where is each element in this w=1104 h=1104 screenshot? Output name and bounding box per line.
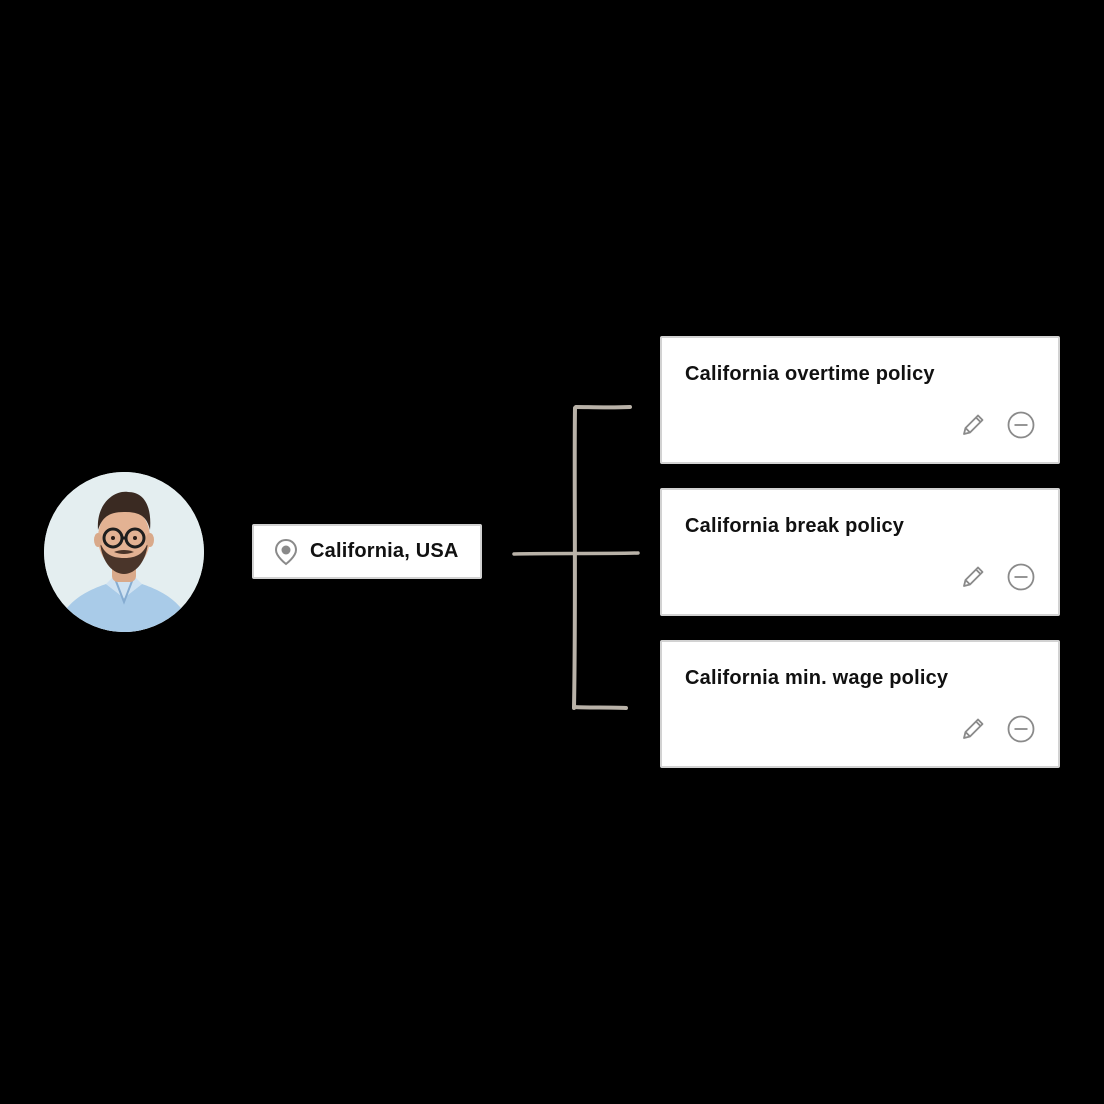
map-pin-icon <box>272 538 300 566</box>
employee-avatar <box>44 472 204 632</box>
policy-title: California overtime policy <box>685 363 935 385</box>
policy-title: California min. wage policy <box>685 667 949 689</box>
policy-card-break[interactable]: California break policy <box>660 488 1060 616</box>
policy-card-overtime[interactable]: California overtime policy <box>660 336 1060 464</box>
bracket-connector <box>512 405 640 710</box>
policy-card-min-wage[interactable]: California min. wage policy <box>660 640 1060 768</box>
pencil-icon[interactable] <box>958 410 988 440</box>
person-avatar-photo <box>44 472 204 632</box>
pencil-icon[interactable] <box>958 562 988 592</box>
location-chip[interactable]: California, USA <box>252 524 482 579</box>
minus-circle-icon[interactable] <box>1006 410 1036 440</box>
policy-title: California break policy <box>685 515 905 537</box>
minus-circle-icon[interactable] <box>1006 714 1036 744</box>
pencil-icon[interactable] <box>958 714 988 744</box>
minus-circle-icon[interactable] <box>1006 562 1036 592</box>
location-label: California, USA <box>310 540 459 562</box>
